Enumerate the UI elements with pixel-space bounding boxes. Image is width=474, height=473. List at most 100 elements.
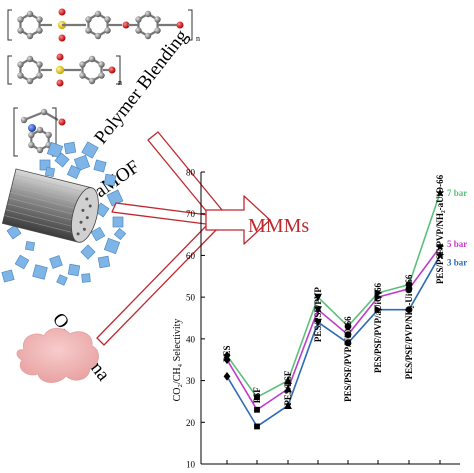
atom: [144, 10, 152, 18]
category-label: PES/PSF/PVP/UiO-66: [343, 316, 353, 402]
mof-cube: [49, 255, 63, 269]
atom: [135, 16, 142, 23]
mof-cube: [67, 263, 81, 277]
atom: [36, 27, 43, 34]
mmms-label: MMMs: [248, 215, 309, 237]
atom: [26, 77, 34, 85]
y-tick-label: 10: [186, 460, 196, 470]
data-point: [284, 401, 292, 409]
atom: [36, 126, 44, 134]
mof-cube: [6, 224, 22, 240]
category-label: PSF: [252, 387, 262, 404]
atom: [36, 61, 43, 68]
category-label: PES/PSF/PVP/NH₂-UiO-66: [404, 274, 414, 379]
atom: [17, 27, 24, 34]
atom: [79, 61, 86, 68]
mof-cube: [1, 269, 15, 283]
mof-cube: [46, 141, 64, 159]
mof-cube: [44, 166, 56, 178]
mof-cube: [113, 227, 127, 241]
atom: [98, 61, 105, 68]
mof-cube: [103, 173, 117, 187]
data-point: [405, 306, 413, 314]
y-tick-label: 30: [186, 376, 196, 386]
atom: [88, 77, 96, 85]
atom: [58, 34, 66, 42]
atom: [104, 16, 111, 23]
atom: [45, 131, 52, 139]
atom: [17, 16, 24, 23]
y-tick-label: 80: [186, 168, 196, 178]
atom: [94, 10, 102, 18]
mof-cube: [97, 255, 111, 269]
atom: [36, 146, 44, 154]
atom: [28, 131, 35, 139]
category-label: PES/PSF: [283, 370, 293, 406]
data-point: [435, 250, 445, 260]
y-axis-label: CO₂/CH₄ Selectivity: [172, 319, 183, 402]
data-point: [344, 339, 352, 347]
mof-cube: [73, 154, 91, 172]
atom: [58, 118, 66, 126]
atom: [28, 124, 36, 132]
data-point: [223, 355, 231, 365]
data-point: [374, 293, 383, 302]
series-label: 5 bar: [447, 239, 467, 249]
mof-cube: [112, 216, 124, 228]
series-label: 7 bar: [447, 188, 467, 198]
data-point: [254, 423, 260, 430]
data-point: [254, 406, 260, 413]
atom: [85, 27, 92, 34]
atom: [26, 32, 34, 40]
data-point: [374, 305, 383, 314]
atom: [36, 16, 43, 23]
atom: [176, 21, 184, 29]
mof-cube-icon: [1, 141, 127, 286]
atom: [36, 72, 43, 79]
mof-cube: [90, 226, 106, 242]
data-point: [314, 306, 322, 315]
plasma-cloud-icon: [16, 327, 99, 383]
mof-cube: [103, 237, 121, 255]
atom: [98, 72, 105, 79]
category-label: PES/PSF/PVP: [313, 287, 323, 343]
atom: [154, 16, 161, 23]
mof-cube: [81, 273, 91, 283]
atom: [94, 32, 102, 40]
atom: [79, 72, 86, 79]
data-point: [314, 318, 322, 327]
polymer-blending-label: Polymer Blending: [90, 25, 192, 148]
mof-cube: [39, 159, 51, 171]
mof-cube: [14, 254, 30, 270]
series-line-3-bar: [226, 255, 441, 428]
atom: [20, 116, 28, 124]
atom: [55, 65, 65, 75]
mof-cylinder-icon: [1, 168, 99, 243]
mof-cube: [56, 274, 68, 286]
series-line-5-bar: [226, 246, 441, 411]
mof-cube: [63, 141, 77, 155]
mof-cube: [32, 264, 48, 280]
atom: [88, 55, 96, 63]
mof-cube: [66, 164, 82, 180]
series-label: 3 bar: [447, 257, 467, 267]
data-point: [344, 331, 352, 339]
category-label: PES/PSF/PVP/aUiO-66: [373, 282, 383, 373]
data-point: [284, 376, 292, 384]
atom: [26, 10, 34, 18]
atom: [122, 21, 130, 29]
flow-arrow-icon: [96, 131, 271, 346]
atom: [108, 66, 116, 74]
mof-cube: [93, 159, 107, 173]
atom: [28, 141, 35, 149]
atom: [56, 79, 64, 87]
category-label: PES: [222, 346, 232, 363]
atom: [17, 61, 24, 68]
data-point: [435, 188, 445, 197]
atom: [40, 108, 48, 116]
polymer1-subscript: n: [196, 34, 200, 43]
mof-cube: [80, 244, 96, 260]
atom: [135, 27, 142, 34]
y-tick-label: 40: [186, 334, 196, 344]
